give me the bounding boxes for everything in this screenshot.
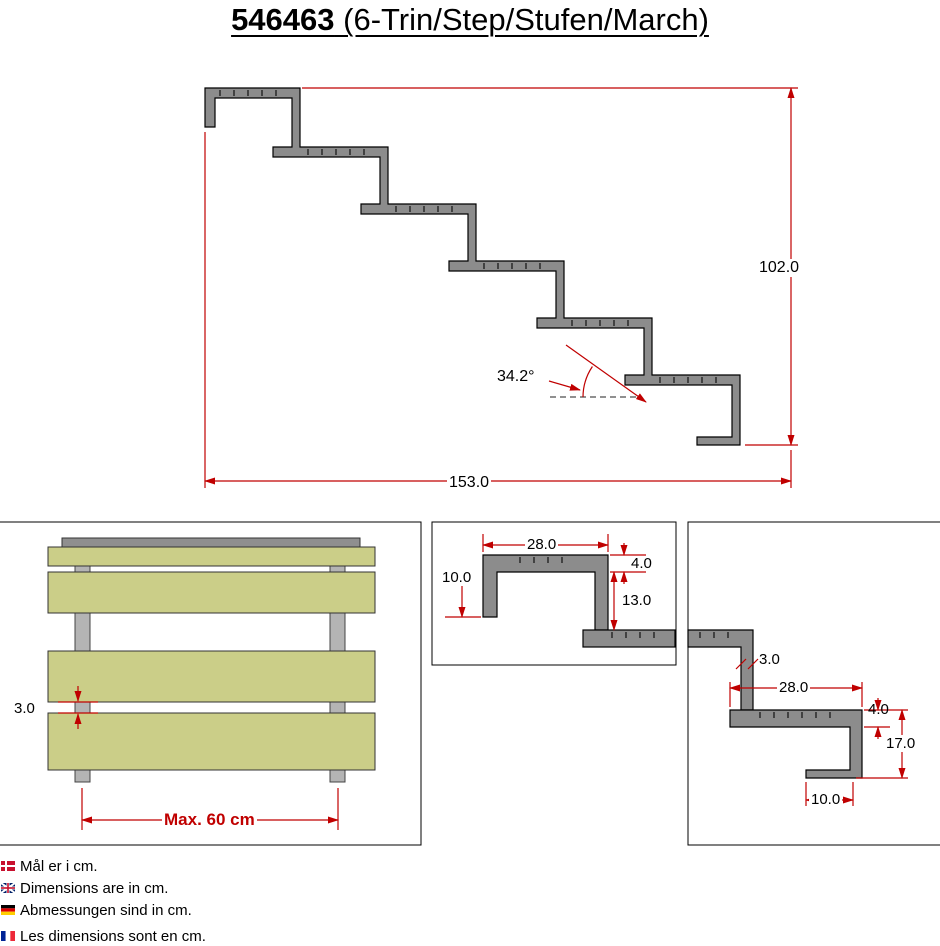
flag-denmark-icon: [1, 861, 15, 871]
steel-thickness-dimension: 3.0: [759, 651, 780, 668]
back-rail: [61, 537, 361, 548]
lower-upper-tread-shape: [687, 629, 754, 711]
title-suffix: (6-Trin/Step/Stufen/March): [334, 2, 709, 37]
flag-france-icon: [1, 931, 15, 941]
lower-step-foot-shape: [729, 709, 863, 779]
flag-uk-icon: [1, 883, 15, 893]
board-gap-dimension: 3.0: [14, 700, 35, 717]
note-danish: Mål er i cm.: [1, 858, 98, 876]
lower-step-detail-panel: [687, 521, 940, 846]
lower-tread-depth-dimension: 28.0: [777, 679, 811, 697]
step-height-dimension: 17.0: [884, 735, 918, 753]
note-text: Abmessungen sind in cm.: [20, 902, 192, 919]
note-german: Abmessungen sind in cm.: [1, 902, 192, 920]
lower-detail-dimension-lines: [729, 658, 908, 806]
tread-screw-ticks: [219, 90, 717, 383]
upper-tread-thickness-dimension: 4.0: [631, 555, 652, 572]
top-view-panel: [0, 521, 422, 846]
upper-riser-height-dimension: 13.0: [620, 592, 654, 610]
upper-step-shape: [482, 554, 609, 631]
note-text: Les dimensions sont en cm.: [20, 928, 206, 945]
angle-annotation-lines: [548, 344, 647, 403]
article-number: 546463: [231, 2, 335, 37]
stair-stringer-shape: [204, 87, 741, 446]
max-width-dimension: Max. 60 cm: [162, 810, 257, 830]
upper-bracket-height-dimension: 10.0: [440, 569, 474, 587]
note-french: Les dimensions sont en cm.: [1, 928, 206, 946]
upper-tread-depth-dimension: 28.0: [525, 536, 559, 554]
total-length-dimension: 153.0: [447, 474, 492, 493]
upper-next-tread: [582, 629, 676, 648]
page-title: 546463 (6-Trin/Step/Stufen/March): [0, 2, 940, 38]
foot-length-dimension: 10.0: [809, 791, 843, 809]
note-english: Dimensions are in cm.: [1, 880, 168, 898]
flag-germany-icon: [1, 905, 15, 915]
lower-tread-thickness-dimension: 4.0: [868, 701, 889, 718]
total-height-dimension: 102.0: [757, 259, 802, 278]
upper-step-detail-panel: [431, 521, 677, 666]
note-text: Mål er i cm.: [20, 858, 98, 875]
tread-boards: [47, 546, 376, 771]
length-dimension-lines: [204, 132, 792, 488]
stair-side-view: [204, 87, 798, 488]
slope-angle-dimension: 34.2°: [495, 368, 537, 387]
board-gap-dimension-lines: [58, 686, 98, 729]
note-text: Dimensions are in cm.: [20, 880, 169, 897]
